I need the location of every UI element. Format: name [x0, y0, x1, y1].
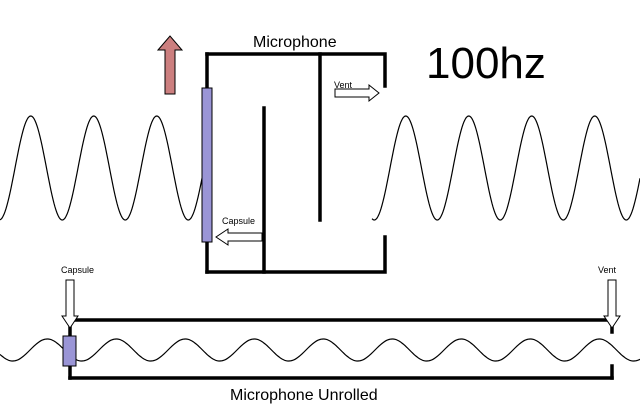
left-arrow-icon	[215, 228, 263, 246]
vent-label-bottom: Vent	[598, 265, 617, 275]
sound-wave-bottom	[0, 338, 640, 362]
capsule-bottom	[62, 335, 77, 367]
frequency-label: 100hz	[426, 39, 546, 88]
down-arrow-icon	[603, 279, 621, 329]
capsule-label-top: Capsule	[222, 216, 256, 226]
capsule-label-bottom: Capsule	[61, 265, 95, 275]
capsule-top	[201, 87, 213, 243]
down-arrow-icon	[61, 279, 79, 329]
right-arrow-icon	[334, 83, 380, 103]
microphone-unrolled-tube	[68, 318, 614, 380]
sound-wave-top-left	[0, 115, 206, 221]
sound-wave-top-right	[371, 115, 640, 221]
up-arrow-icon	[156, 35, 184, 95]
microphone-unrolled-label: Microphone Unrolled	[230, 387, 378, 404]
microphone-label: Microphone	[253, 34, 337, 51]
vent-label-top: Vent	[334, 80, 353, 90]
